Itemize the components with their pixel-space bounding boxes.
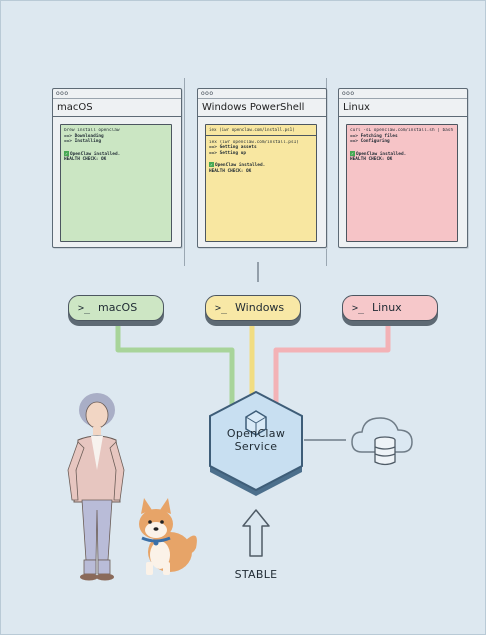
cloud-database-icon: [351, 417, 413, 466]
platform-label: macOS: [98, 301, 138, 314]
window-dots: ooo: [201, 90, 214, 97]
install-result: OpenClaw installed.: [215, 163, 266, 169]
service-hexagon: [209, 390, 303, 496]
check-icon: ✓: [209, 162, 214, 168]
dog-illustration: [139, 498, 197, 575]
terminal-macos: ooo macOS brew install openclaw ==> Down…: [52, 88, 182, 248]
terminal-prompt-icon: >_: [78, 303, 91, 314]
terminal-windows: ooo Windows PowerShell iex (iwr openclaw…: [197, 88, 327, 248]
terminal-prompt-icon: >_: [352, 303, 365, 314]
terminal-command: iex (iwr openclaw.com/install.ps1): [209, 139, 299, 145]
terminal-linux: ooo Linux curl -sL openclaw.com/install.…: [338, 88, 468, 248]
terminal-line: ==> Fetching files: [350, 133, 398, 139]
terminal-line: ==> Downloading: [64, 133, 104, 139]
terminal-line: ==> Getting assets: [209, 145, 257, 151]
terminal-title: Linux: [339, 99, 467, 117]
health-check: HEALTH CHECK: OK: [64, 157, 107, 163]
linux-connector: [273, 322, 391, 408]
terminal-screen: curl -sL openclaw.com/install.sh | bash …: [346, 124, 458, 242]
person-illustration: [67, 393, 125, 581]
service-label: OpenClaw Service: [216, 427, 296, 453]
terminal-headline: iex (iwr openclaw.com/install.ps1): [206, 125, 316, 136]
terminal-title: macOS: [53, 99, 181, 117]
health-check: HEALTH CHECK: OK: [350, 157, 393, 163]
terminal-prompt-icon: >_: [215, 303, 228, 314]
check-icon: ✓: [64, 150, 69, 156]
terminal-title: Windows PowerShell: [198, 99, 326, 117]
terminal-line: ==> Configuring: [350, 139, 390, 145]
platform-pill-macos[interactable]: >_ macOS: [68, 295, 164, 321]
service-label-line1: OpenClaw: [226, 427, 286, 440]
cube-icon: [245, 410, 267, 436]
terminal-command: curl -sL openclaw.com/install.sh | bash: [350, 128, 454, 133]
terminal-line: ==> Installing: [64, 139, 102, 145]
window-dots: ooo: [342, 90, 355, 97]
terminal-screen: brew install openclaw ==> Downloading ==…: [60, 124, 172, 242]
platform-pill-windows[interactable]: >_ Windows: [205, 295, 301, 321]
column-separator: [184, 78, 185, 266]
install-result: OpenClaw installed.: [356, 151, 407, 157]
service-label-line2: Service: [234, 440, 278, 453]
platform-pill-linux[interactable]: >_ Linux: [342, 295, 438, 321]
macos-connector: [115, 322, 235, 408]
terminal-screen: iex (iwr openclaw.com/install.ps1) iex (…: [205, 124, 317, 242]
platform-label: Linux: [372, 301, 402, 314]
health-check: HEALTH CHECK: OK: [209, 168, 252, 174]
terminal-command: brew install openclaw: [64, 128, 120, 133]
up-arrow-icon: [242, 509, 270, 557]
install-result: OpenClaw installed.: [70, 151, 121, 157]
terminal-line: ==> Setting up: [209, 150, 247, 156]
window-dots: ooo: [56, 90, 69, 97]
check-icon: ✓: [350, 150, 355, 156]
platform-label: Windows: [235, 301, 285, 314]
stable-label: STABLE: [234, 568, 278, 581]
